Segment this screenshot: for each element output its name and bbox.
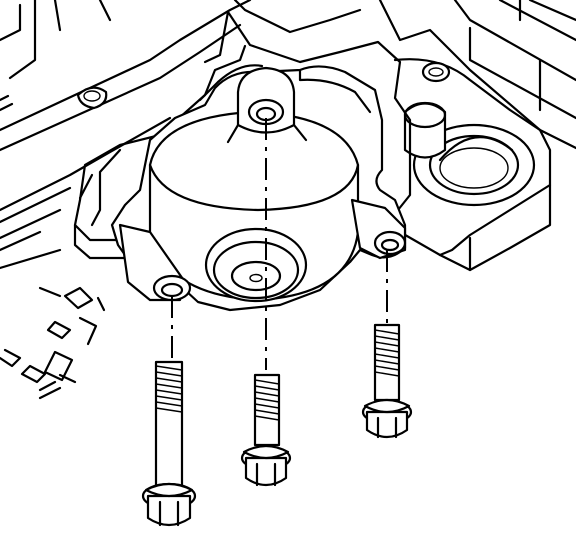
explode-lines: [171, 118, 388, 370]
bolt-right: [361, 323, 413, 439]
bolt-center: [240, 373, 292, 487]
bolt-left: [141, 360, 197, 527]
bolt-holes: [152, 98, 407, 302]
cast-marks: [0, 286, 106, 400]
housing-body: [0, 0, 576, 272]
